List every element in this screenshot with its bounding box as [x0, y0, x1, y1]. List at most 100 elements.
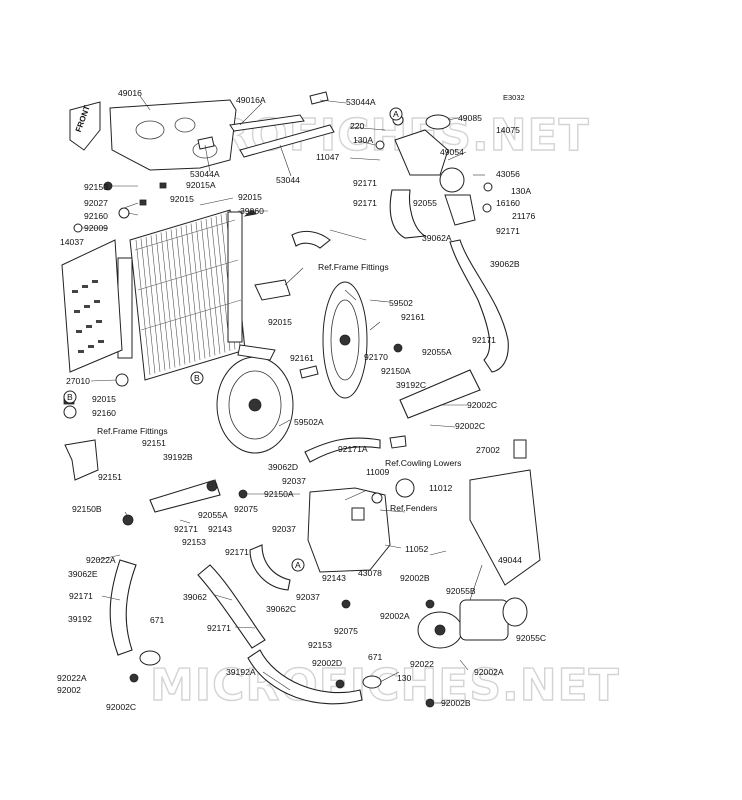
label-130: 130 [397, 673, 412, 683]
label-59502: 59502 [389, 298, 413, 308]
label-53044A-mid: 53044A [190, 169, 220, 179]
label-92160-b: 92160 [92, 408, 116, 418]
radiator-fin [185, 224, 201, 361]
label-49016A: 49016A [236, 95, 266, 105]
label-92015-b: 92015 [238, 192, 262, 202]
label-92150A-a: 92150A [381, 366, 411, 376]
label-92022A-a: 92022A [86, 555, 116, 565]
label-49044: 49044 [498, 555, 522, 565]
label-92153-b: 92153 [308, 640, 332, 650]
label-92151-b: 92151 [98, 472, 122, 482]
label-92002A-a: 92002A [380, 611, 410, 621]
radiator-shroud [61, 239, 123, 373]
label-92015-a: 92015 [170, 194, 194, 204]
label-27002: 27002 [476, 445, 500, 455]
label-27010: 27010 [66, 376, 90, 386]
label-92171-g: 92171 [69, 591, 93, 601]
label-11012: 11012 [429, 483, 452, 493]
label-92055B: 92055B [446, 586, 476, 596]
radiator-fin [135, 239, 151, 376]
label-92075-a: 92075 [234, 504, 258, 514]
label-39192: 39192 [68, 614, 92, 624]
label-92002A-b: 92002A [474, 667, 504, 677]
label-92171-e: 92171 [174, 524, 198, 534]
part-labels: 49016 49016A 53044A 53044A 53044 92015A … [57, 88, 546, 712]
reservoir-tank [307, 487, 391, 573]
label-92022A-b: 92022A [57, 673, 87, 683]
label-92009: 92009 [84, 223, 108, 233]
label-92002: 92002 [57, 685, 81, 695]
label-92171A: 92171A [338, 444, 368, 454]
fender-bracket [469, 469, 541, 586]
radiator-fin [145, 236, 161, 373]
label-220: 220 [350, 121, 365, 131]
label-92055: 92055 [413, 198, 437, 208]
radiator-fin [140, 238, 156, 374]
radiator-fin [195, 221, 211, 358]
ref-fenders: Ref.Fenders [390, 503, 437, 513]
label-43078: 43078 [358, 568, 382, 578]
ref-frame-fittings-upper: Ref.Frame Fittings [318, 262, 389, 272]
radiator [117, 209, 246, 381]
label-11009: 11009 [366, 467, 389, 477]
label-92002B-b: 92002B [441, 698, 471, 708]
radiator-fin [165, 230, 181, 367]
bracket-lower-left [64, 439, 99, 481]
label-92037-a: 92037 [282, 476, 306, 486]
leader-lines [82, 95, 485, 704]
label-49085: 49085 [458, 113, 482, 123]
label-92151-a: 92151 [142, 438, 166, 448]
label-14037: 14037 [60, 237, 84, 247]
radiator-fin [170, 229, 186, 365]
label-53044A-top: 53044A [346, 97, 376, 107]
label-39062D: 39062D [268, 462, 298, 472]
label-671-a: 671 [150, 615, 165, 625]
cooling-fan-left [216, 344, 294, 454]
label-43056: 43056 [496, 169, 520, 179]
label-92171-c: 92171 [496, 226, 520, 236]
marker-b-left: B [67, 392, 73, 402]
diagram-code: E3032 [503, 93, 525, 102]
ref-cowling-lowers: Ref.Cowling Lowers [385, 458, 461, 468]
label-39062: 39062 [183, 592, 207, 602]
label-92171-b: 92171 [353, 198, 377, 208]
label-39062C: 39062C [266, 604, 296, 614]
label-130A-b: 130A [511, 186, 531, 196]
label-49054: 49054 [440, 147, 464, 157]
label-92015-c: 92015 [268, 317, 292, 327]
radiator-fin [210, 217, 226, 353]
label-11052: 11052 [405, 544, 428, 554]
label-92015-d: 92015 [92, 394, 116, 404]
radiator-fin [160, 232, 176, 368]
label-92037-b: 92037 [272, 524, 296, 534]
label-92002B-a: 92002B [400, 573, 430, 583]
circle-markers: A B B A [63, 107, 403, 572]
label-92171-d: 92171 [472, 335, 496, 345]
label-92171-h: 92171 [207, 623, 231, 633]
radiator-fin [150, 235, 166, 371]
label-92075-b: 92075 [334, 626, 358, 636]
radiator-fin [190, 223, 206, 359]
watermark-bottom: MICROFICHES.NET [150, 660, 620, 711]
radiator-fin [155, 233, 171, 370]
heat-guard-plate [109, 99, 237, 171]
radiator-fin [200, 220, 216, 356]
label-92002D: 92002D [312, 658, 342, 668]
label-92143-b: 92143 [322, 573, 346, 583]
label-92170: 92170 [364, 352, 388, 362]
ref-frame-fittings-lower: Ref.Frame Fittings [97, 426, 168, 436]
marker-a-top: A [393, 109, 399, 119]
front-arrow: FRONT [69, 101, 101, 151]
label-92150A-b: 92150A [264, 489, 294, 499]
label-59502A: 59502A [294, 417, 324, 427]
label-130A-a: 130A [353, 135, 373, 145]
marker-a-bottom: A [295, 560, 301, 570]
label-92002C-c: 92002C [106, 702, 136, 712]
label-92055C: 92055C [516, 633, 546, 643]
label-92015A: 92015A [186, 180, 216, 190]
label-671-b: 671 [368, 652, 383, 662]
label-21176: 21176 [512, 211, 535, 221]
label-92150B: 92150B [72, 504, 102, 514]
label-92037-c: 92037 [296, 592, 320, 602]
